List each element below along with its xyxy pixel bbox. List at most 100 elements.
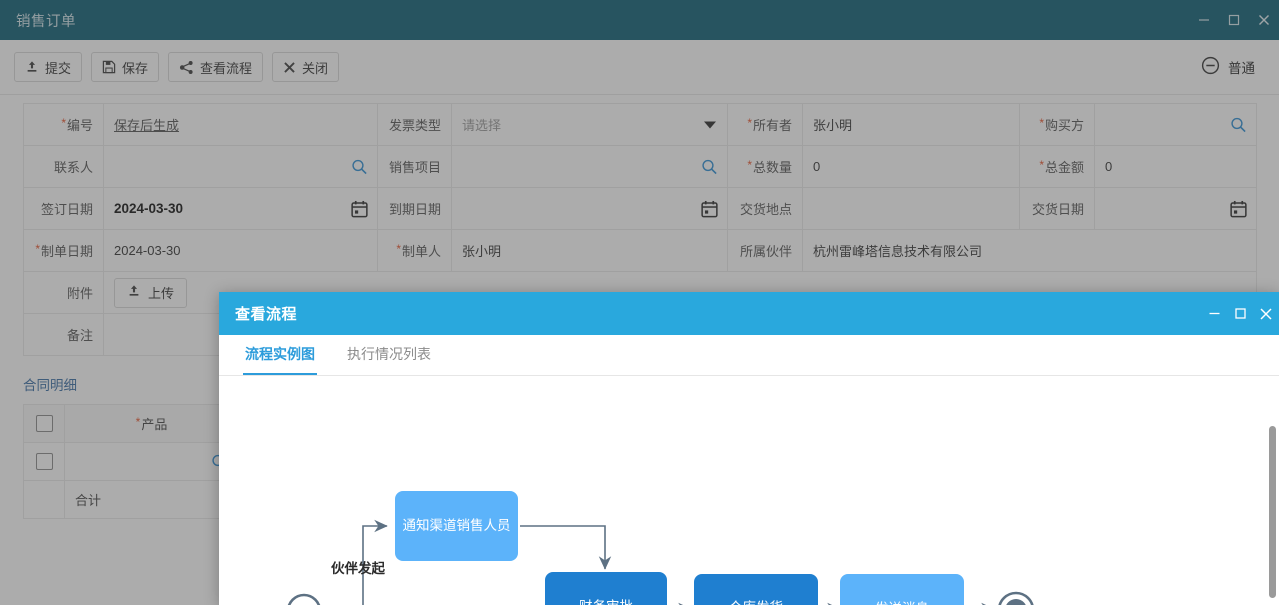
code-link-text[interactable]: 保存后生成: [114, 118, 180, 133]
search-icon[interactable]: [351, 158, 368, 175]
save-button[interactable]: 保存: [91, 52, 160, 82]
field-value-due-date[interactable]: [451, 187, 728, 230]
view-flow-button-label: 查看流程: [200, 60, 253, 76]
field-value-sales-project[interactable]: [451, 145, 728, 188]
search-icon[interactable]: [701, 158, 718, 175]
upload-icon: [127, 284, 141, 301]
field-value-delivery-date[interactable]: [1094, 187, 1257, 230]
search-icon[interactable]: [1230, 116, 1247, 133]
field-value-total-amount[interactable]: 0: [1094, 145, 1257, 188]
detail-section-title: 合同明细: [23, 378, 77, 393]
dialog-maximize-icon[interactable]: [1227, 292, 1253, 335]
calendar-icon[interactable]: [351, 200, 368, 218]
minus-circle-icon: [1201, 56, 1220, 78]
window-controls: [1189, 0, 1279, 40]
select-all-header[interactable]: [23, 404, 65, 443]
dialog-tabs: 流程实例图 执行情况列表: [219, 335, 1279, 376]
submit-button-label: 提交: [45, 60, 72, 76]
form-row: *编号 保存后生成 发票类型 请选择 *所有者 张小明 *购买方: [23, 103, 1257, 146]
required-marker: *: [61, 116, 66, 130]
owner-text: 张小明: [813, 118, 853, 133]
flow-node-warehouse-shipment-label: 仓库发货: [729, 599, 783, 605]
upload-icon: [25, 60, 39, 74]
tab-execution-list[interactable]: 执行情况列表: [347, 346, 431, 362]
field-label-owner: *所有者: [727, 103, 803, 146]
partner-text: 杭州雷峰塔信息技术有限公司: [813, 244, 983, 259]
field-value-owner[interactable]: 张小明: [802, 103, 1020, 146]
flow-edge-label-partner-initiate: 伙伴发起: [331, 561, 385, 576]
share-nodes-icon: [179, 60, 194, 75]
flow-node-warehouse-shipment[interactable]: 仓库发货: [694, 574, 818, 605]
close-button-label: 关闭: [302, 60, 329, 76]
field-label-sign-date: 签订日期: [23, 187, 104, 230]
creator-text: 张小明: [462, 244, 502, 259]
window-maximize-icon[interactable]: [1219, 0, 1249, 40]
field-label-invoice-type: 发票类型: [377, 103, 452, 146]
flow-node-finance-approval[interactable]: 财务审批: [545, 572, 667, 605]
action-toolbar: 提交 保存 查看流程 关闭: [0, 40, 1279, 95]
calendar-icon[interactable]: [1230, 200, 1247, 218]
save-floppy-icon: [102, 60, 116, 74]
flow-diagram-canvas: 伙伴发起 通知渠道销售人员 财务审批 仓库发货 发送消息: [219, 376, 1279, 605]
close-button[interactable]: 关闭: [272, 52, 340, 82]
field-label-create-date: *制单日期: [23, 229, 104, 272]
column-header-product: *产品: [64, 404, 239, 443]
tab-flow-diagram[interactable]: 流程实例图: [243, 344, 317, 375]
window-minimize-icon[interactable]: [1189, 0, 1219, 40]
flow-connectors: [287, 519, 1034, 605]
field-label-contact: 联系人: [23, 145, 104, 188]
flow-node-notify[interactable]: 通知渠道销售人员: [395, 491, 518, 561]
field-label-total-qty: *总数量: [727, 145, 803, 188]
dialog-vertical-scrollbar-thumb[interactable]: [1269, 426, 1276, 598]
checkbox-icon[interactable]: [35, 453, 53, 471]
total-qty-text: 0: [813, 159, 821, 174]
status-badge-label: 普通: [1228, 61, 1255, 76]
invoice-type-placeholder: 请选择: [462, 118, 502, 133]
field-value-code[interactable]: 保存后生成: [103, 103, 378, 146]
flow-start-node: [287, 593, 321, 605]
field-value-contact[interactable]: [103, 145, 378, 188]
view-flow-dialog: 查看流程 流程实例图 执行情况列表: [219, 292, 1279, 605]
window-close-icon[interactable]: [1249, 0, 1279, 40]
close-x-icon: [283, 61, 296, 74]
field-label-delivery-place: 交货地点: [727, 187, 803, 230]
required-marker: *: [747, 116, 752, 130]
view-flow-button[interactable]: 查看流程: [168, 52, 264, 82]
form-row: *制单日期 2024-03-30 *制单人 张小明 所属伙伴 杭州雷峰塔信息技术…: [23, 229, 1257, 272]
row-select-cell[interactable]: [23, 442, 65, 481]
checkbox-icon[interactable]: [35, 415, 53, 433]
field-label-creator: *制单人: [377, 229, 452, 272]
status-badge[interactable]: 普通: [1191, 54, 1265, 80]
required-marker: *: [135, 415, 141, 429]
required-marker: *: [396, 242, 401, 256]
flow-node-send-message-label: 发送消息: [875, 600, 929, 605]
dialog-title: 查看流程: [235, 306, 298, 323]
chevron-down-icon[interactable]: [704, 121, 716, 128]
field-value-partner: 杭州雷峰塔信息技术有限公司: [802, 229, 1257, 272]
required-marker: *: [1039, 158, 1044, 172]
calendar-icon[interactable]: [701, 200, 718, 218]
required-marker: *: [747, 158, 752, 172]
field-label-buyer: *购买方: [1019, 103, 1095, 146]
required-marker: *: [35, 242, 40, 256]
field-label-due-date: 到期日期: [377, 187, 452, 230]
flow-node-notify-label: 通知渠道销售人员: [402, 518, 511, 534]
dialog-close-icon[interactable]: [1253, 292, 1279, 335]
upload-button-label: 上传: [148, 286, 175, 301]
field-label-total-amount: *总金额: [1019, 145, 1095, 188]
save-button-label: 保存: [122, 60, 149, 76]
field-label-remark: 备注: [23, 313, 104, 356]
dialog-minimize-icon[interactable]: [1201, 292, 1227, 335]
summary-empty-cell: [23, 480, 65, 519]
upload-button[interactable]: 上传: [114, 277, 188, 308]
dialog-titlebar: 查看流程: [219, 292, 1279, 335]
sign-date-text: 2024-03-30: [114, 201, 184, 216]
create-date-text: 2024-03-30: [114, 243, 181, 258]
field-value-invoice-type[interactable]: 请选择: [451, 103, 728, 146]
field-value-create-date: 2024-03-30: [103, 229, 378, 272]
required-marker: *: [1039, 116, 1044, 130]
flow-node-send-message[interactable]: 发送消息: [840, 574, 964, 605]
flow-diagram-inner: 伙伴发起 通知渠道销售人员 财务审批 仓库发货 发送消息: [219, 376, 1279, 605]
window-title: 销售订单: [16, 13, 76, 30]
submit-button[interactable]: 提交: [14, 52, 83, 82]
